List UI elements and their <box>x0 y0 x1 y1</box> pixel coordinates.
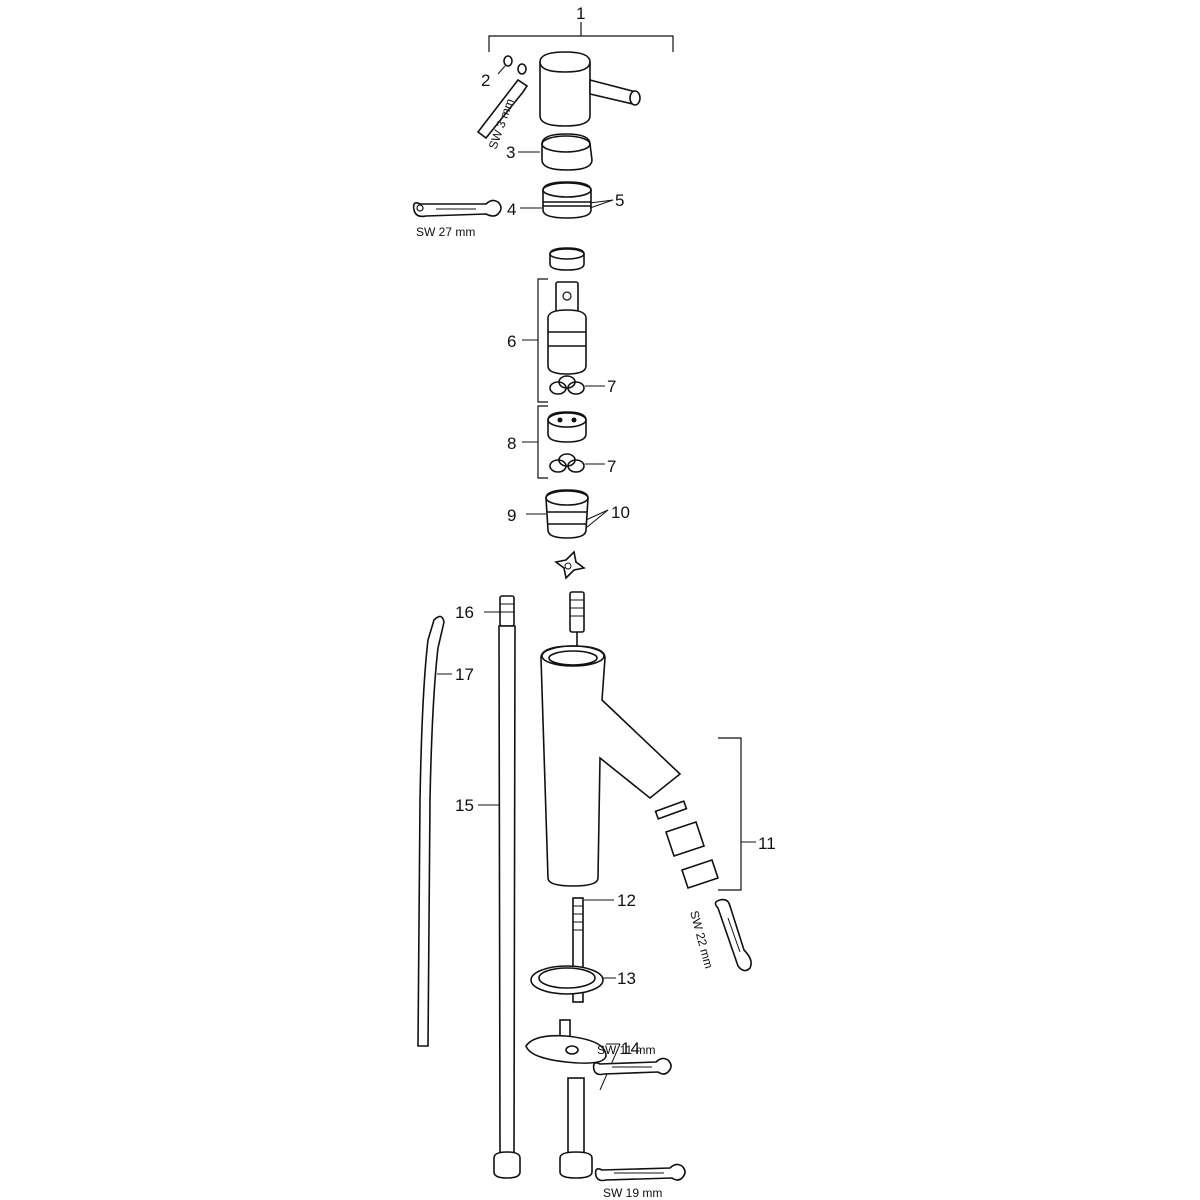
label-4: 4 <box>507 200 516 219</box>
label-16: 16 <box>455 603 474 622</box>
wrench-27mm-icon <box>412 199 502 218</box>
label-7-lower: 7 <box>607 457 616 476</box>
part-4-nut <box>520 181 614 219</box>
faucet-body <box>540 591 682 887</box>
part-12-threaded-stud <box>572 897 614 1003</box>
part-14-mounting-bracket <box>525 1019 621 1091</box>
wrench-27mm-size-label: SW 27 mm <box>416 225 475 239</box>
part-7-seals-lower <box>549 453 605 473</box>
part-15-16-supply-hose <box>478 595 521 1179</box>
label-11: 11 <box>758 834 776 853</box>
cartridge-nut <box>549 247 585 271</box>
wrench-22mm-size-label: SW 22 mm <box>687 909 716 970</box>
lower-fixing-sleeve <box>559 1077 593 1179</box>
part-3-cap-ring <box>518 133 593 171</box>
label-2: 2 <box>481 71 490 90</box>
part-6-cartridge <box>522 278 587 403</box>
label-13: 13 <box>617 969 636 988</box>
star-spacer <box>554 550 586 580</box>
label-15: 15 <box>455 796 474 815</box>
label-10: 10 <box>611 503 630 522</box>
wrench-11mm-size-label: SW 11 mm <box>597 1043 655 1057</box>
label-17: 17 <box>455 665 474 684</box>
label-1: 1 <box>576 4 585 23</box>
part-8-disc <box>522 405 587 479</box>
part-17-strap <box>417 615 452 1047</box>
part-1-lever-handle <box>488 22 674 127</box>
wrench-11mm-icon <box>592 1057 672 1076</box>
label-8: 8 <box>507 434 516 453</box>
part-13-washer <box>530 965 616 995</box>
label-14: 14 <box>621 1039 640 1058</box>
label-12: 12 <box>617 891 636 910</box>
label-6: 6 <box>507 332 516 351</box>
hex-key-icon <box>476 78 529 140</box>
wrench-19mm-icon <box>594 1163 686 1182</box>
part-11-aerator <box>654 737 756 891</box>
label-7-upper: 7 <box>607 377 616 396</box>
wrench-22mm-icon <box>714 898 752 972</box>
part-9-check-valve <box>526 489 609 539</box>
label-5: 5 <box>615 191 624 210</box>
wrench-19mm-size-label: SW 19 mm <box>603 1186 662 1200</box>
part-7-seals-upper <box>549 375 605 395</box>
part-2-grub-screw <box>497 55 527 75</box>
label-9: 9 <box>507 506 516 525</box>
label-3: 3 <box>506 143 515 162</box>
